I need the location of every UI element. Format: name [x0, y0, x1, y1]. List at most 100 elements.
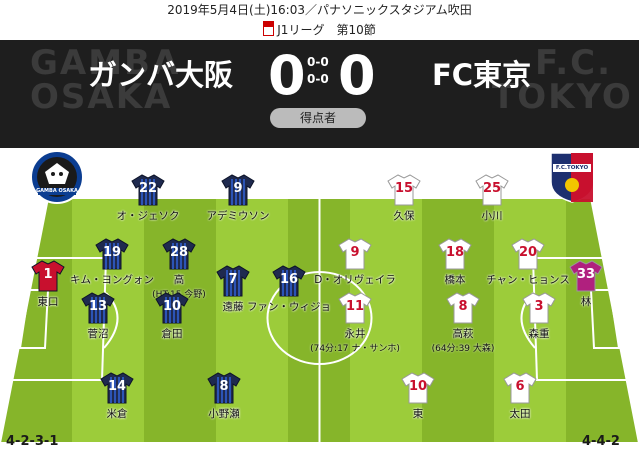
- home-formation: 4-2-3-1: [6, 434, 59, 449]
- player-name: チャン・ヒョンス: [486, 274, 570, 286]
- shirt-icon: 11: [338, 292, 372, 324]
- shirt-icon: 8: [207, 372, 241, 404]
- shirt-number: 6: [515, 379, 525, 394]
- match-date-venue: 2019年5月4日(土)16:03／パナソニックスタジアム吹田: [167, 3, 472, 17]
- player-name: オ・ジェソク: [116, 210, 180, 222]
- pitch: GAMBA OSAKA F.C.TOKYO 22 オ・ジェソク 9 アデミウソン 1…: [0, 148, 639, 451]
- player-name: ファン・ウィジョ: [247, 301, 331, 313]
- shirt-icon: 6: [503, 372, 537, 404]
- shirt-number: 9: [350, 245, 360, 260]
- shirt-number: 15: [394, 181, 414, 196]
- shirt-number: 3: [534, 299, 544, 314]
- shirt-icon: 8: [446, 292, 480, 324]
- player-name: 高: [173, 274, 185, 286]
- gamba-osaka-emblem-icon: GAMBA OSAKA: [30, 150, 84, 204]
- shirt-icon: 22: [131, 174, 165, 206]
- shirt-number: 22: [138, 181, 158, 196]
- away-team-name: FC東京: [432, 58, 532, 92]
- player-name: 久保: [393, 210, 415, 222]
- substitution-note: (74分:17 ナ・サンホ): [310, 344, 400, 354]
- j-league-logo-icon: [263, 21, 275, 36]
- shirt-number: 8: [458, 299, 468, 314]
- home-player: 14 米倉: [62, 372, 172, 421]
- home-player: 10 倉田: [117, 292, 227, 341]
- second-half-score: 0-0: [307, 72, 329, 86]
- shirt-icon: 14: [100, 372, 134, 404]
- shirt-number: 14: [107, 379, 127, 394]
- player-name: 東: [412, 408, 424, 420]
- shirt-icon: 16: [272, 265, 306, 297]
- player-name: 太田: [509, 408, 531, 420]
- home-player: 9 アデミウソン: [183, 174, 293, 223]
- player-name: 米倉: [106, 408, 128, 420]
- away-player: 8 高萩 (64分:39 大森): [408, 292, 518, 354]
- home-player: 16 ファン・ウィジョ: [234, 265, 344, 314]
- home-score: 0: [268, 44, 306, 107]
- shirt-icon: 10: [401, 372, 435, 404]
- shirt-number: 10: [408, 379, 428, 394]
- shirt-icon: 25: [475, 174, 509, 206]
- scorers-label: 得点者: [270, 108, 366, 128]
- home-player: 1 東口: [0, 260, 103, 309]
- away-player: 11 永井 (74分:17 ナ・サンホ): [300, 292, 410, 354]
- away-player: 15 久保: [349, 174, 459, 223]
- shirt-icon: 20: [511, 238, 545, 270]
- shirt-number: 13: [88, 299, 108, 314]
- home-watermark-line-2: OSAKA: [30, 77, 173, 117]
- shirt-number: 9: [233, 181, 243, 196]
- away-score: 0: [338, 44, 376, 107]
- league-round-text: J1リーグ 第10節: [277, 23, 376, 37]
- shirt-number: 11: [345, 299, 365, 314]
- scoreboard: GAMBA OSAKA F.C. TOKYO ガンバ大阪 FC東京 0 0 0-…: [0, 40, 639, 148]
- shirt-icon: 9: [338, 238, 372, 270]
- away-emblem-text: F.C.TOKYO: [555, 165, 589, 171]
- player-name: D・オリヴェイラ: [314, 274, 396, 286]
- shirt-number: 25: [482, 181, 502, 196]
- away-player: 20 チャン・ヒョンス: [473, 238, 583, 287]
- player-name: 森重: [528, 328, 550, 340]
- substitution-note: (64分:39 大森): [431, 344, 495, 354]
- home-emblem-text: GAMBA OSAKA: [36, 188, 78, 194]
- away-watermark-line-1: F.C.: [535, 43, 613, 83]
- shirt-icon: 3: [522, 292, 556, 324]
- player-name: 橋本: [444, 274, 466, 286]
- away-player: 3 森重: [484, 292, 594, 341]
- away-formation: 4-4-2: [582, 434, 620, 449]
- shirt-icon: 19: [95, 238, 129, 270]
- first-half-score: 0-0: [307, 55, 329, 69]
- player-name: キム・ヨングォン: [70, 274, 154, 286]
- shirt-number: 18: [445, 245, 465, 260]
- player-name: 高萩: [452, 328, 474, 340]
- shirt-icon: 13: [81, 292, 115, 324]
- shirt-icon: 7: [216, 265, 250, 297]
- home-player: 7 遠藤: [178, 265, 288, 314]
- away-watermark-line-2: TOKYO: [492, 77, 633, 117]
- away-player: 6 太田: [465, 372, 575, 421]
- player-name: 倉田: [161, 328, 183, 340]
- home-player: 8 小野瀬: [169, 372, 279, 421]
- player-name: 東口: [37, 296, 59, 308]
- away-player: 33 林: [531, 260, 639, 309]
- shirt-icon: 18: [438, 238, 472, 270]
- shirt-icon: 1: [31, 260, 65, 292]
- player-name: 小野瀬: [208, 408, 240, 420]
- player-name: 林: [580, 296, 592, 308]
- player-name: 菅沼: [87, 328, 109, 340]
- shirt-number: 20: [518, 245, 538, 260]
- shirt-number: 19: [102, 245, 122, 260]
- shirt-icon: 9: [221, 174, 255, 206]
- shirt-icon: 33: [569, 260, 603, 292]
- player-name: アデミウソン: [206, 210, 270, 222]
- home-player: 13 菅沼: [43, 292, 153, 341]
- player-name: 永井: [344, 328, 366, 340]
- shirt-number: 1: [43, 267, 53, 282]
- fc-tokyo-emblem-icon: F.C.TOKYO: [545, 150, 599, 204]
- home-watermark-line-1: GAMBA: [30, 43, 181, 83]
- shirt-number: 33: [576, 267, 596, 282]
- away-player: 18 橋本: [400, 238, 510, 287]
- shirt-icon: 28: [162, 238, 196, 270]
- shirt-number: 28: [169, 245, 189, 260]
- player-name: 遠藤: [222, 301, 244, 313]
- shirt-icon: 10: [155, 292, 189, 324]
